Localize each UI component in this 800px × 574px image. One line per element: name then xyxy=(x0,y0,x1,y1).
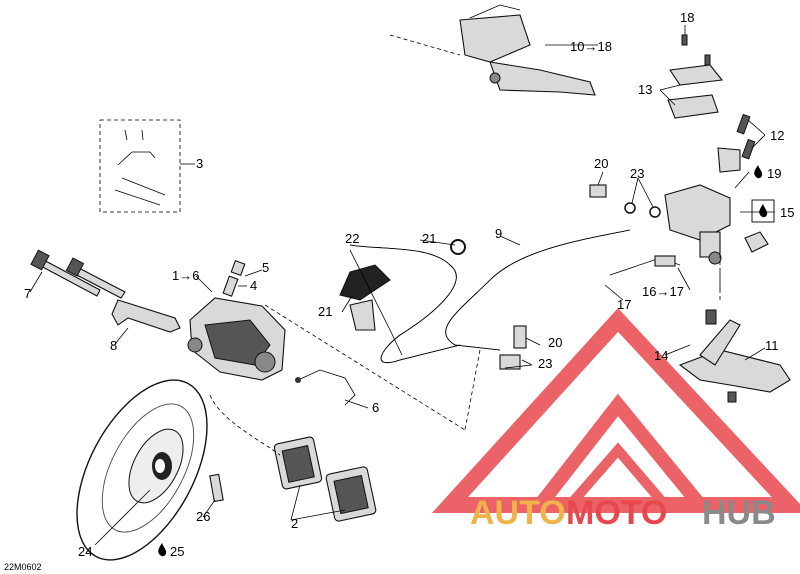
callout-4: 4 xyxy=(250,278,257,293)
caliper-bracket xyxy=(111,299,181,333)
callout-20-lower: 20 xyxy=(548,335,562,350)
assembly-guide-lines xyxy=(209,240,721,456)
callout-22: 22 xyxy=(345,231,359,246)
callout-7: 7 xyxy=(24,286,31,301)
callout-20-upper: 20 xyxy=(594,156,608,171)
drawing-code: 22M0602 xyxy=(4,562,42,572)
callout-5: 5 xyxy=(262,260,269,275)
caliper-bolts xyxy=(30,249,126,299)
callout-16-17: 16→17 xyxy=(642,284,684,299)
callout-3: 3 xyxy=(196,156,203,171)
watermark-text: AUTO MOTO HUB xyxy=(470,494,776,532)
callout-21-upper: 21 xyxy=(422,231,436,246)
callout-8: 8 xyxy=(110,338,117,353)
brake-switch xyxy=(609,255,681,276)
callout-17: 17 xyxy=(617,297,631,312)
callout-23-upper: 23 xyxy=(630,166,644,181)
callout-13: 13 xyxy=(638,82,652,97)
banjo-bolt-lower xyxy=(499,325,527,370)
callout-labels: 1→6 2 3 4 5 6 7 8 9 10→18 11 12 13 14 15… xyxy=(24,10,794,559)
rear-brake-lever xyxy=(678,309,791,403)
callout-15: 15 xyxy=(780,205,794,220)
callout-18: 18 xyxy=(680,10,694,25)
watermark-part3: HUB xyxy=(702,494,776,532)
fluid-drop-icon xyxy=(158,165,763,557)
callout-26: 26 xyxy=(196,509,210,524)
callout-2: 2 xyxy=(291,516,298,531)
reservoir-cap xyxy=(667,64,724,119)
callout-6: 6 xyxy=(372,400,379,415)
pin xyxy=(209,473,224,503)
callout-1-6: 1→6 xyxy=(172,268,199,283)
callout-23-lower: 23 xyxy=(538,356,552,371)
watermark-logo xyxy=(431,308,800,513)
front-master-cylinder xyxy=(389,4,596,96)
callout-19: 19 xyxy=(767,166,781,181)
brake-pads xyxy=(273,436,377,522)
bleeder-screw xyxy=(222,259,246,297)
watermark-part1: AUTO xyxy=(470,494,566,532)
caliper-brake-line xyxy=(295,369,356,406)
callout-14: 14 xyxy=(654,348,668,363)
rear-master-cylinder xyxy=(664,184,731,265)
brake-disc xyxy=(76,379,208,561)
leader-lines xyxy=(29,25,775,546)
watermark-part2: MOTO xyxy=(566,494,667,532)
boot-cap xyxy=(744,231,769,253)
lever-clamp xyxy=(717,147,741,173)
callout-25: 25 xyxy=(170,544,184,559)
screws xyxy=(681,34,756,160)
brake-caliper xyxy=(187,297,286,381)
callout-10-18: 10→18 xyxy=(570,39,612,54)
callout-9: 9 xyxy=(495,226,502,241)
callout-21-lower: 21 xyxy=(318,304,332,319)
grommet xyxy=(349,239,466,331)
callout-12: 12 xyxy=(770,128,784,143)
brake-hose xyxy=(445,229,631,351)
hose-guide xyxy=(339,244,461,364)
callout-11: 11 xyxy=(765,338,779,353)
fluid-box-icon xyxy=(751,199,775,223)
callout-24: 24 xyxy=(78,544,92,559)
pin-kit xyxy=(99,119,181,213)
